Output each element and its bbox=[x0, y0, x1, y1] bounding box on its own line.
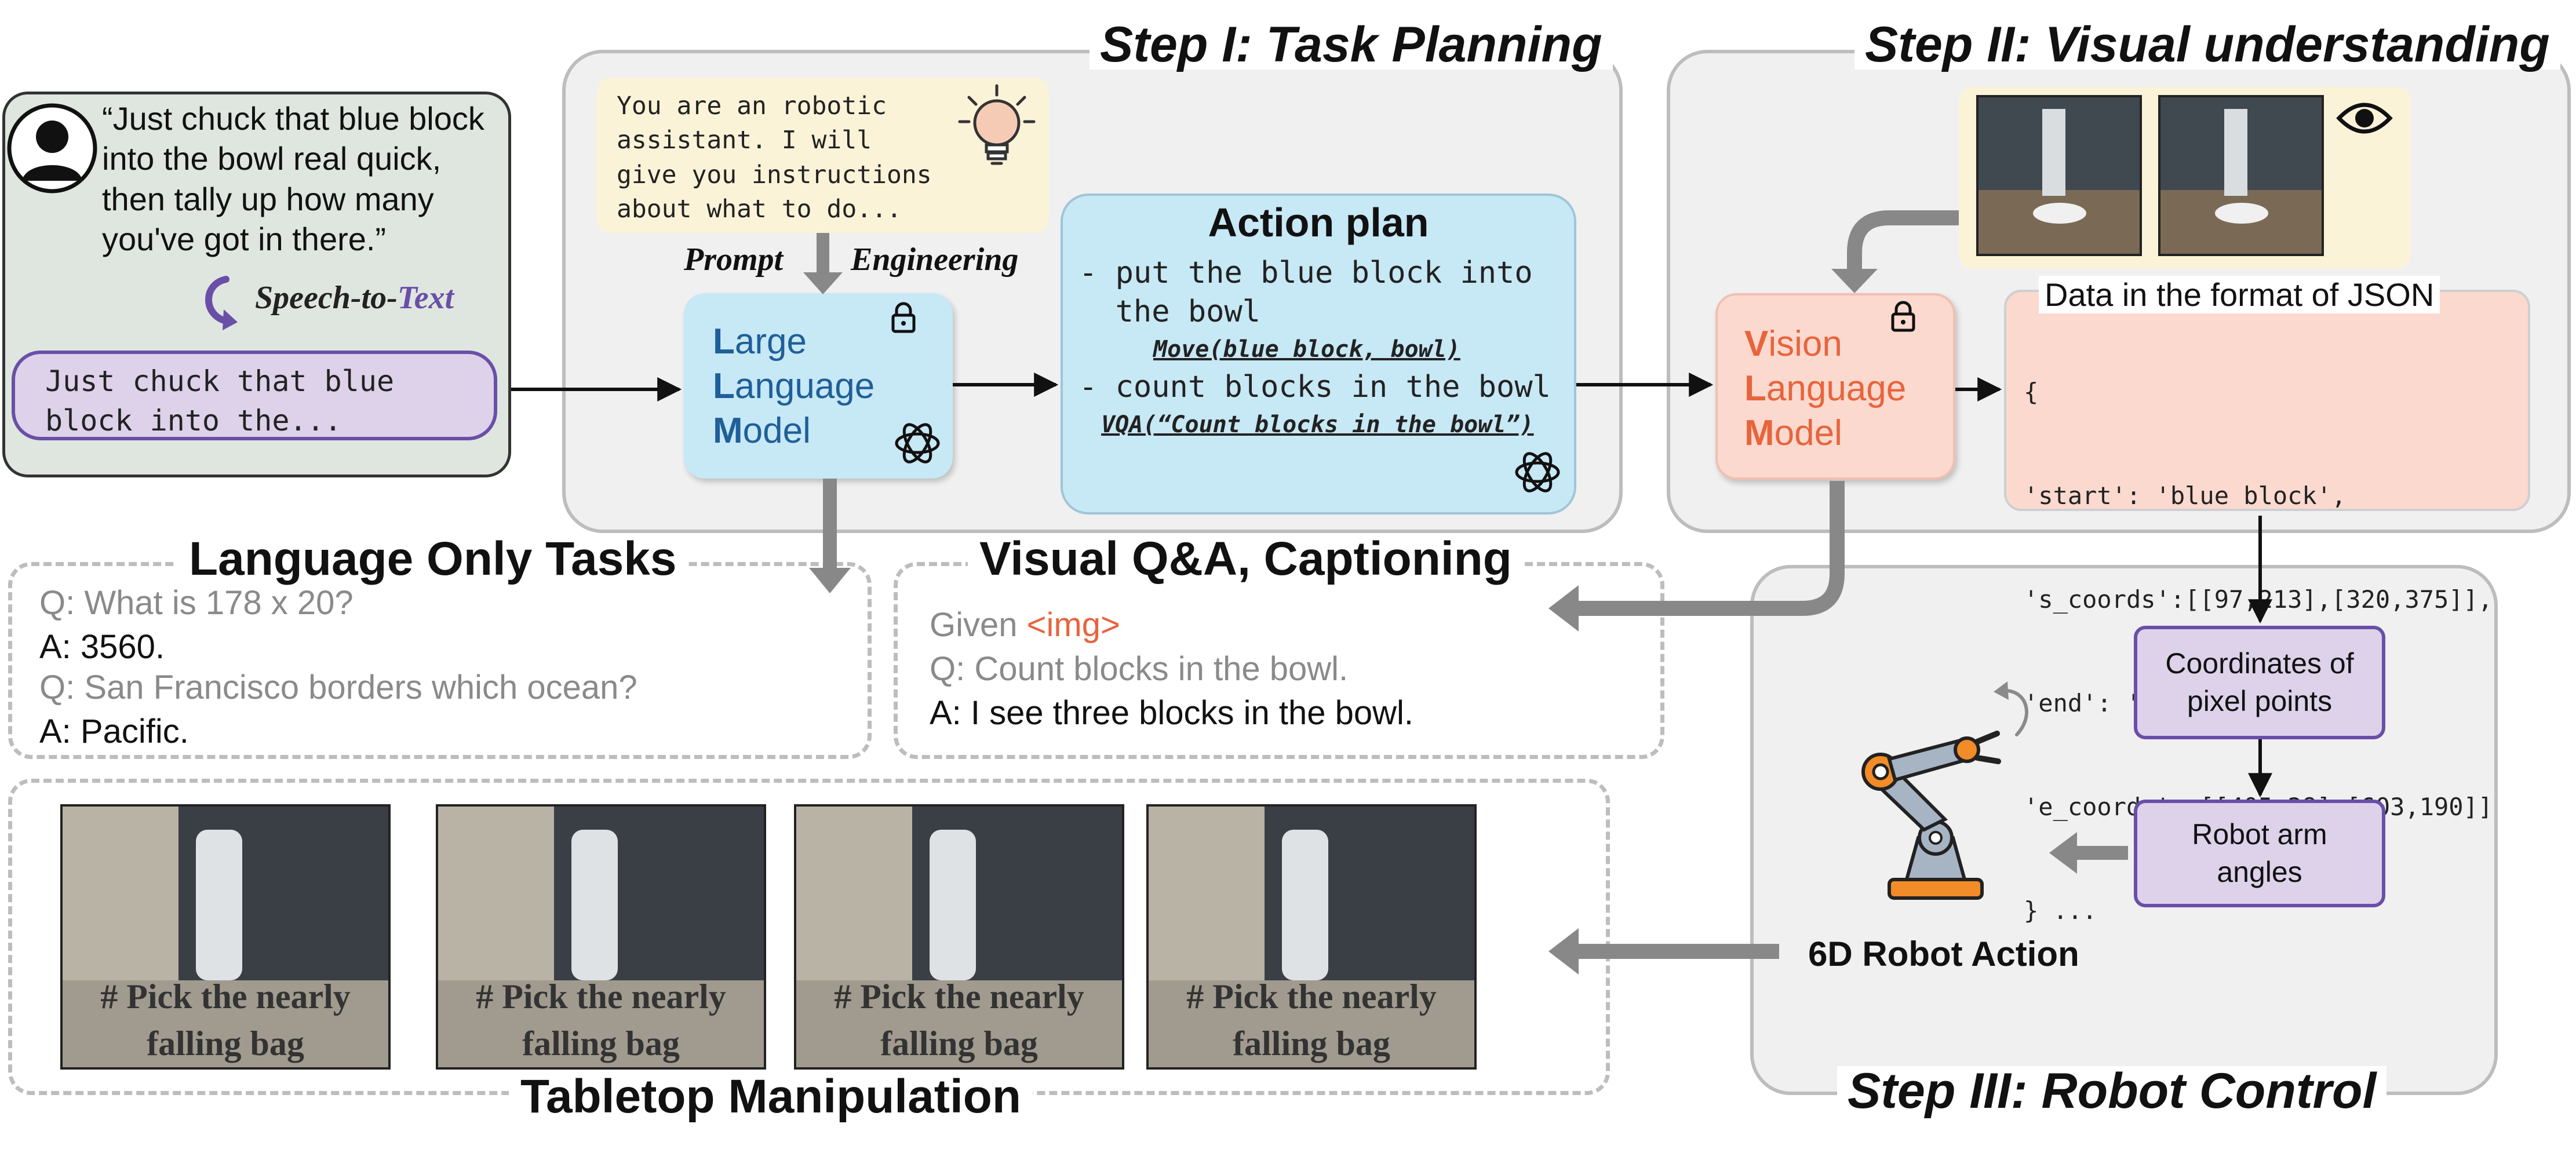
step3-title: Step III: Robot Control bbox=[1837, 1066, 2387, 1116]
transcript-box: Just chuck that blue block into the... bbox=[12, 351, 497, 440]
lang-q2: Q: San Francisco borders which ocean? bbox=[39, 669, 637, 706]
vlm-l1: V bbox=[1744, 324, 1769, 364]
camera-image-2 bbox=[2158, 95, 2324, 256]
tabletop-caption-1: # Pick the nearly falling bag bbox=[100, 977, 351, 1063]
rotate-arrow-icon bbox=[1976, 679, 2040, 743]
stt-suffix: Text bbox=[397, 280, 454, 316]
user-quote: “Just chuck that blue block into the bow… bbox=[102, 100, 484, 258]
eye-icon bbox=[2335, 95, 2393, 141]
tabletop-title: Tabletop Manipulation bbox=[509, 1073, 1033, 1121]
action-plan-call2: VQA(“Count blocks in the bowl”) bbox=[1101, 411, 1534, 438]
llm-l3: M bbox=[713, 410, 743, 451]
tabletop-caption-3: # Pick the nearly falling bag bbox=[834, 977, 1084, 1063]
action-plan-item2: - count blocks in the bowl bbox=[1079, 370, 1551, 404]
lang-a2: A: Pacific. bbox=[39, 713, 189, 750]
coords-box: Coordinates of pixel points bbox=[2134, 626, 2385, 739]
vlm-r3: odel bbox=[1774, 413, 1842, 453]
action-plan-call1: Move(blue block, bowl) bbox=[1153, 336, 1460, 363]
lang-q1: Q: What is 178 x 20? bbox=[39, 584, 354, 622]
vqa-question: Q: Count blocks in the bowl. bbox=[930, 650, 1349, 688]
language-tasks-title: Language Only Tasks bbox=[177, 535, 688, 583]
user-avatar-icon bbox=[6, 102, 99, 195]
step2-title: Step II: Visual understanding bbox=[1854, 20, 2560, 70]
tabletop-photo-3 bbox=[794, 804, 1124, 1070]
prompt-box: You are an robotic assistant. I will giv… bbox=[597, 78, 1049, 233]
llm-l1: L bbox=[713, 322, 735, 362]
vlm-l3: M bbox=[1744, 413, 1775, 453]
lock-icon-2 bbox=[1890, 300, 1916, 333]
json-box bbox=[2004, 290, 2530, 511]
curved-arrow-icon bbox=[197, 273, 243, 331]
stt-prefix: Speech-to- bbox=[255, 280, 398, 316]
engineering-label: Engineering bbox=[851, 242, 1019, 278]
openai-logo-icon-2 bbox=[1511, 446, 1564, 498]
tabletop-caption-2: # Pick the nearly falling bag bbox=[476, 977, 726, 1063]
llm-r3: odel bbox=[742, 410, 811, 451]
language-tasks-box bbox=[8, 562, 872, 759]
tabletop-photo-4 bbox=[1146, 804, 1477, 1070]
json-line: } ... bbox=[2024, 896, 2097, 925]
action-plan-box bbox=[1061, 194, 1576, 515]
json-line: 'start': 'blue block', bbox=[2024, 481, 2347, 510]
tabletop-caption-4: # Pick the nearly falling bag bbox=[1186, 977, 1437, 1063]
llm-l2: L bbox=[713, 366, 735, 406]
json-line: { bbox=[2024, 378, 2039, 407]
action-plan-title: Action plan bbox=[1208, 200, 1429, 245]
tabletop-photo-2 bbox=[436, 804, 766, 1070]
vlm-l2: L bbox=[1744, 368, 1766, 408]
llm-r2: anguage bbox=[734, 366, 875, 406]
visual-qa-box bbox=[894, 562, 1664, 759]
lightbulb-icon bbox=[956, 81, 1037, 174]
tabletop-photo-1 bbox=[60, 804, 391, 1070]
json-line: 's_coords':[[97,213],[320,375]], bbox=[2024, 585, 2493, 614]
robot-arm-icon bbox=[1849, 716, 2040, 907]
lock-icon bbox=[891, 301, 916, 334]
vlm-r2: anguage bbox=[1766, 368, 1907, 408]
llm-r1: arge bbox=[734, 322, 807, 362]
step1-title: Step I: Task Planning bbox=[1090, 20, 1613, 70]
vqa-answer: A: I see three blocks in the bowl. bbox=[930, 694, 1413, 732]
visual-qa-title: Visual Q&A, Captioning bbox=[968, 535, 1524, 583]
openai-logo-icon bbox=[891, 417, 943, 469]
prompt-label: Prompt bbox=[684, 242, 784, 278]
vlm-r1: ision bbox=[1768, 324, 1842, 364]
robot-action-label: 6D Robot Action bbox=[1808, 935, 2079, 973]
vqa-img-tag: <img> bbox=[1026, 606, 1120, 644]
speech-to-text-label: Speech-to-Text bbox=[255, 279, 454, 316]
llm-label: Large Language Model bbox=[713, 320, 875, 454]
camera-image-1 bbox=[1976, 95, 2142, 256]
vlm-label: Vision Language Model bbox=[1744, 322, 1906, 456]
vlm-box bbox=[1715, 293, 1955, 480]
vqa-given-text: Given bbox=[930, 606, 1027, 644]
action-plan-item1: - put the blue block into the bowl bbox=[1079, 256, 1533, 329]
lang-a1: A: 3560. bbox=[39, 628, 165, 666]
json-title: Data in the format of JSON bbox=[2039, 276, 2440, 313]
vqa-given: Given <img> bbox=[930, 608, 1120, 642]
angles-box: Robot arm angles bbox=[2134, 800, 2385, 907]
